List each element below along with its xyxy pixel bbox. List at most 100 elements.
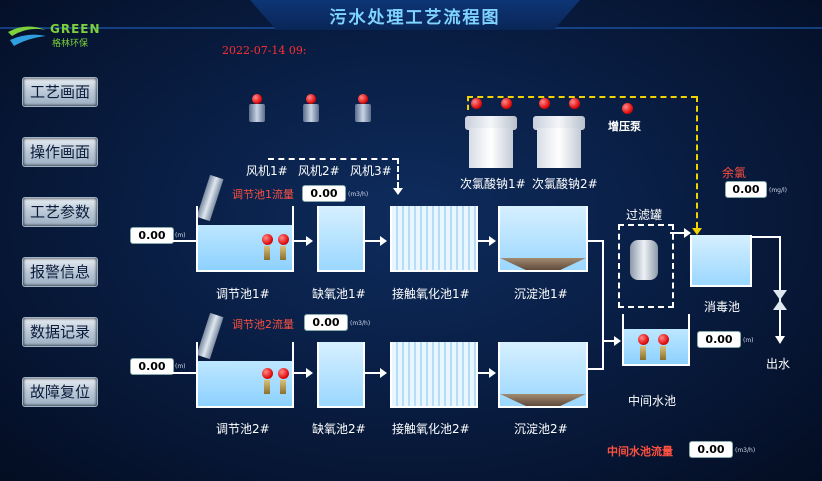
- page-title: 污水处理工艺流程图: [329, 8, 501, 28]
- filter-to-disinfect-pipe: [670, 232, 688, 234]
- pipe-1b: [363, 240, 383, 242]
- arrow-to-disinfect: [684, 228, 691, 238]
- arrow-2a: [306, 368, 313, 378]
- nav-fault-reset[interactable]: 故障复位: [22, 377, 98, 407]
- line1-level-value: 0.00: [130, 227, 174, 244]
- outlet-valve-icon[interactable]: [773, 290, 787, 300]
- middle-level-unit: (m): [743, 337, 754, 344]
- filter-tank-frame: [618, 224, 674, 308]
- middle-water-tank[interactable]: [622, 314, 690, 366]
- line1-level-unit: (m): [175, 232, 186, 239]
- line1-flow-value: 0.00: [302, 185, 346, 202]
- arrow-2b: [380, 368, 387, 378]
- pipe-2c: [476, 372, 492, 374]
- line1-flow-label: 调节池1流量: [232, 188, 294, 201]
- middle-flow-unit: (m3/h): [735, 447, 756, 454]
- arrow-1b: [380, 236, 387, 246]
- arrow-2c: [489, 368, 496, 378]
- blower-2-icon[interactable]: [300, 94, 322, 122]
- contact-oxidation-tank-1-label: 接触氧化池1#: [392, 287, 470, 301]
- collector-pipe: [602, 240, 604, 368]
- line2-level-value: 0.00: [130, 358, 174, 375]
- logo-swoosh-icon: [8, 26, 46, 46]
- logo: GREEN 格林环保: [6, 22, 106, 50]
- line2-flow-value: 0.00: [304, 314, 348, 331]
- outlet-valve-icon-lower: [773, 300, 787, 310]
- contact-oxidation-tank-1[interactable]: [390, 206, 478, 272]
- pipe-2a: [292, 372, 310, 374]
- pipe-2d: [586, 368, 604, 370]
- equalization-tank-1-label: 调节池1#: [216, 287, 270, 301]
- air-arrow: [393, 188, 403, 195]
- line2-level-unit: (m): [175, 363, 186, 370]
- nav-operation-screen[interactable]: 操作画面: [22, 137, 98, 167]
- residual-chlorine-value: 0.00: [725, 181, 767, 198]
- disinfection-tank[interactable]: [690, 235, 752, 287]
- pipe-1a: [292, 240, 310, 242]
- inlet-pipe-1: [150, 240, 196, 242]
- title-bar: [250, 0, 580, 30]
- booster-pump-label: 增压泵: [608, 120, 641, 133]
- outlet-pipe-h: [750, 236, 780, 238]
- pipe-1c: [476, 240, 492, 242]
- nav-process-params[interactable]: 工艺参数: [22, 197, 98, 227]
- contact-oxidation-tank-2-label: 接触氧化池2#: [392, 422, 470, 436]
- equalization-tank-2-label: 调节池2#: [216, 422, 270, 436]
- blower-3-icon[interactable]: [352, 94, 374, 122]
- middle-level-value: 0.00: [697, 331, 741, 348]
- line1-flow-unit: (m3/h): [348, 191, 369, 198]
- pipe-2b: [363, 372, 383, 374]
- filter-tank-label: 过滤罐: [626, 208, 663, 222]
- disinfection-tank-label: 消毒池: [704, 300, 741, 314]
- air-line: [268, 158, 398, 160]
- air-line-drop: [397, 158, 399, 188]
- line2-flow-unit: (m3/h): [350, 320, 371, 327]
- sedimentation-tank-2[interactable]: [498, 342, 588, 408]
- doser-1-icon[interactable]: [465, 98, 517, 168]
- sedimentation-tank-1-label: 沉淀池1#: [514, 287, 568, 301]
- outlet-label: 出水: [766, 357, 791, 371]
- dosing-line-left: [467, 96, 469, 110]
- middle-water-tank-label: 中间水池: [628, 394, 677, 408]
- line2-flow-label: 调节池2流量: [232, 318, 294, 331]
- inlet-pipe-2: [150, 372, 196, 374]
- datetime: 2022-07-14 09:: [222, 44, 307, 57]
- dosing-line: [467, 96, 697, 98]
- equalization-tank-2[interactable]: [196, 342, 294, 408]
- nav-data-records[interactable]: 数据记录: [22, 317, 98, 347]
- contact-oxidation-tank-2[interactable]: [390, 342, 478, 408]
- sedimentation-tank-2-label: 沉淀池2#: [514, 422, 568, 436]
- doser-2-icon[interactable]: [533, 98, 585, 168]
- middle-flow-label: 中间水池流量: [607, 445, 673, 458]
- filter-tank[interactable]: [630, 240, 658, 280]
- arrow-to-middle: [614, 336, 621, 346]
- anoxic-tank-2-label: 缺氧池2#: [312, 422, 366, 436]
- booster-pump-indicator[interactable]: [622, 103, 633, 114]
- anoxic-tank-2[interactable]: [317, 342, 365, 408]
- outlet-arrow: [775, 336, 785, 344]
- outlet-pipe-v: [779, 236, 781, 336]
- anoxic-tank-1[interactable]: [317, 206, 365, 272]
- nav-alarm-info[interactable]: 报警信息: [22, 257, 98, 287]
- residual-chlorine-label: 余氯: [722, 166, 747, 180]
- arrow-1c: [489, 236, 496, 246]
- dosing-arrow: [692, 228, 702, 235]
- doser-1-label: 次氯酸钠1#: [460, 177, 526, 191]
- anoxic-tank-1-label: 缺氧池1#: [312, 287, 366, 301]
- residual-chlorine-unit: (mg/l): [769, 187, 788, 194]
- logo-brand: GREEN: [50, 22, 101, 36]
- nav-process-screen[interactable]: 工艺画面: [22, 77, 98, 107]
- blower-2-label: 风机2#: [298, 164, 340, 178]
- arrow-1a: [306, 236, 313, 246]
- to-middle-pipe: [602, 340, 618, 342]
- dosing-line-drop: [696, 96, 698, 228]
- logo-sub: 格林环保: [52, 39, 89, 49]
- equalization-tank-1[interactable]: [196, 206, 294, 272]
- doser-2-label: 次氯酸钠2#: [532, 177, 598, 191]
- pipe-1d: [586, 240, 604, 242]
- blower-1-label: 风机1#: [246, 164, 288, 178]
- sedimentation-tank-1[interactable]: [498, 206, 588, 272]
- middle-flow-value: 0.00: [689, 441, 733, 458]
- blower-3-label: 风机3#: [350, 164, 392, 178]
- blower-1-icon[interactable]: [246, 94, 268, 122]
